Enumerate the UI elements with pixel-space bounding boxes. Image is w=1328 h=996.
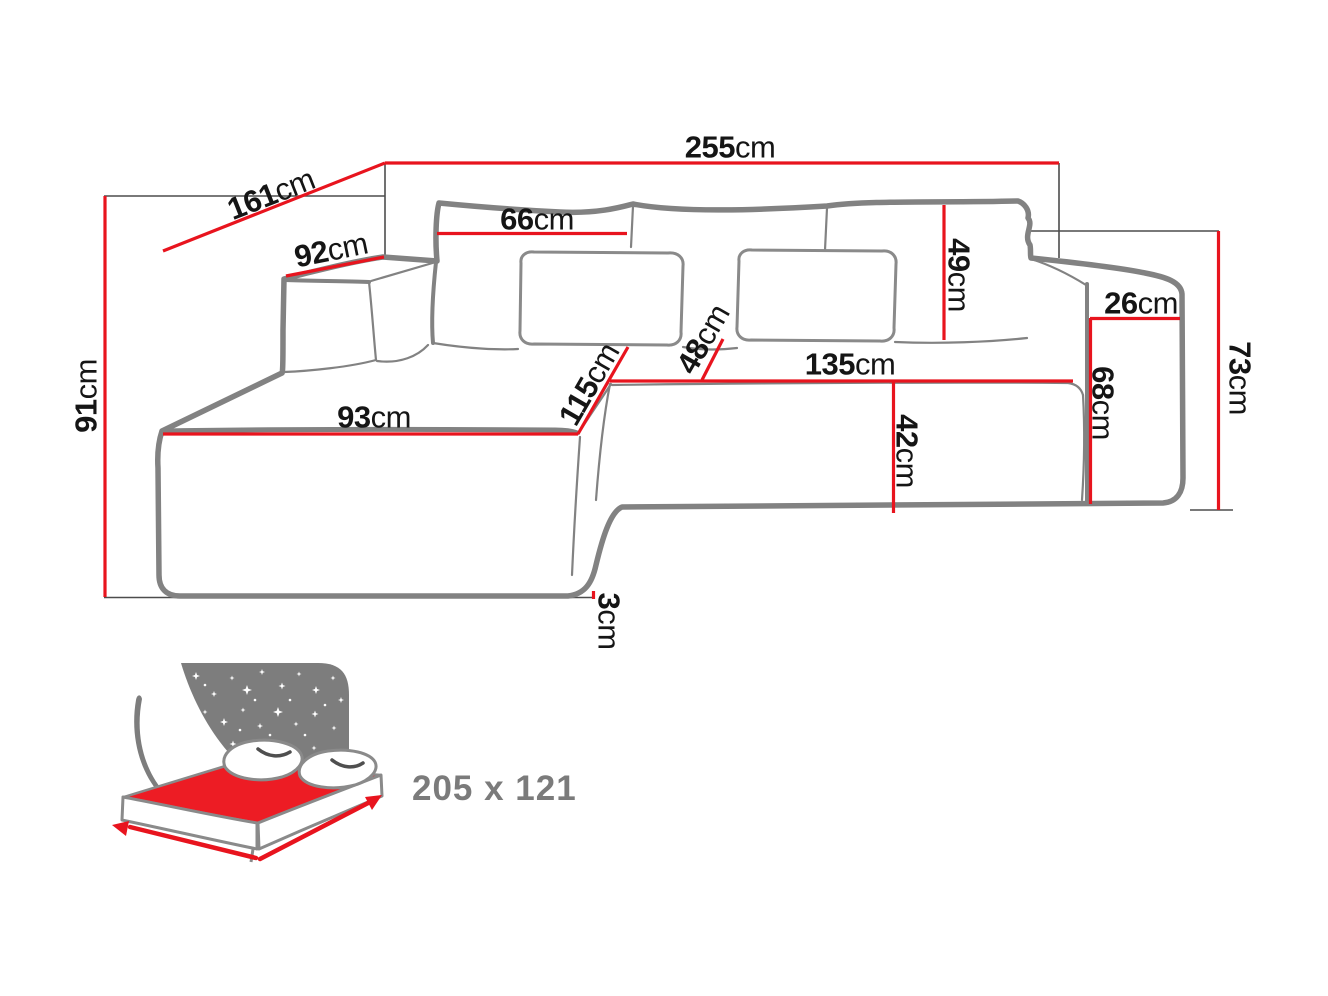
dim-label-255cm: 255cm (685, 132, 776, 163)
mattress-left-face (120, 795, 259, 851)
bed-arrows (112, 795, 382, 862)
dim-unit: cm (1137, 285, 1179, 321)
dim-unit: cm (68, 359, 104, 400)
dim-value: 91 (68, 399, 104, 433)
pillow-folds (256, 747, 365, 769)
dim-value: 49 (941, 238, 977, 272)
dim-label-49cm: 49cm (941, 238, 977, 312)
sleeping-area-size-label: 205 x 121 (412, 769, 577, 808)
dim-value: 135 (804, 346, 856, 382)
dim-label-42cm: 42cm (889, 414, 925, 488)
dim-unit: cm (1222, 374, 1258, 415)
dim-line-115 (576, 346, 630, 435)
bed-panel-arc (134, 695, 165, 795)
dim-unit: cm (1085, 399, 1121, 440)
dim-unit: cm (941, 271, 977, 312)
dim-unit: cm (734, 129, 776, 165)
sofa-silhouette (155, 198, 1186, 599)
dim-value: 66 (500, 201, 534, 237)
front-pillows (518, 248, 898, 347)
pillow-center (735, 248, 898, 343)
mattress-right-face (256, 773, 384, 851)
dim-line-48 (700, 338, 725, 381)
dim-label-68cm: 68cm (1085, 366, 1121, 440)
dim-label-3cm: 3cm (591, 592, 627, 650)
dim-value: 3 (591, 592, 627, 610)
dim-unit: cm (533, 201, 575, 237)
dim-value: 93 (337, 399, 371, 435)
dim-unit: cm (370, 399, 412, 435)
dim-label-91cm: 91cm (68, 359, 104, 433)
dim-label-26cm: 26cm (1104, 288, 1178, 319)
bed-pillows (222, 738, 378, 790)
sofa-outline (155, 198, 1186, 599)
dimension-lines-red (103, 161, 1221, 599)
dim-value: 68 (1085, 366, 1121, 400)
dim-value: 42 (889, 414, 925, 448)
pillow-left (518, 250, 685, 347)
dim-unit: cm (889, 447, 925, 488)
sleeping-area-bed-icon (112, 0, 384, 863)
dim-value: 73 (1222, 341, 1258, 375)
dim-unit: cm (854, 346, 896, 382)
dim-unit: cm (591, 609, 627, 650)
dim-label-135cm: 135cm (805, 349, 896, 380)
dim-label-73cm: 73cm (1222, 341, 1258, 415)
dim-line-92 (285, 255, 385, 278)
dim-value: 26 (1104, 285, 1138, 321)
dim-label-66cm: 66cm (500, 204, 574, 235)
dim-value: 255 (684, 129, 736, 165)
dim-label-93cm: 93cm (337, 402, 411, 433)
dim-line-161 (162, 161, 386, 253)
